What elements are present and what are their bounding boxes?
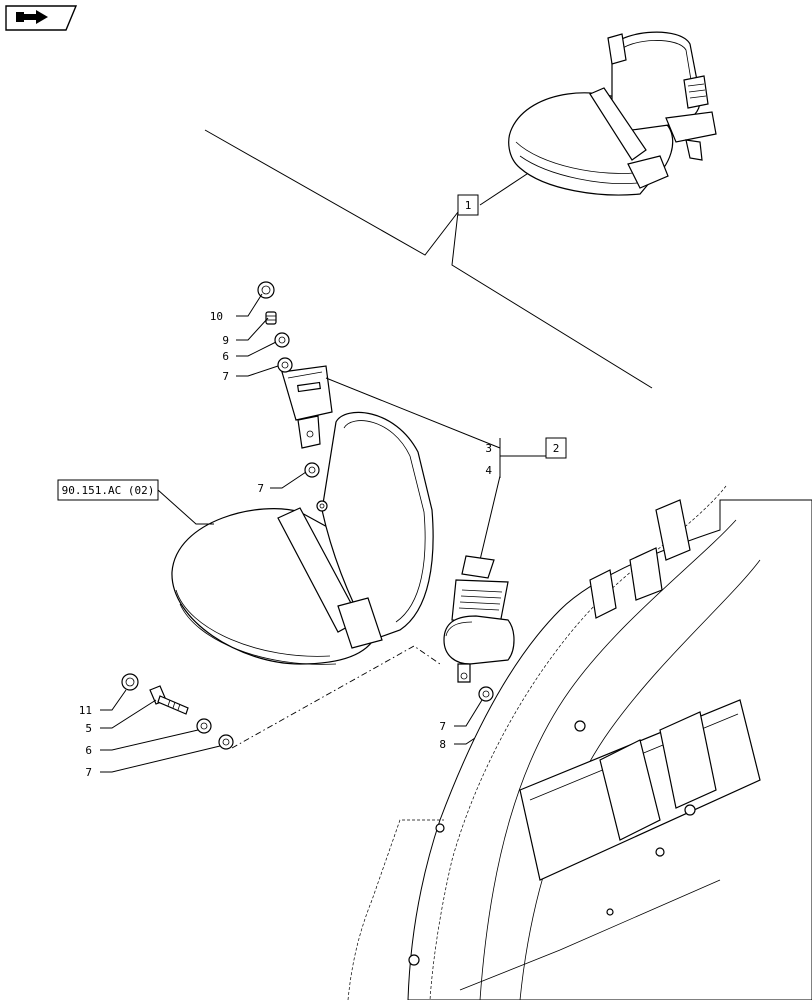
callout-1-text: 1 bbox=[465, 199, 472, 212]
seat-assembly-thumbnail bbox=[508, 31, 717, 196]
hardware-washer-7a bbox=[277, 357, 293, 373]
callout-7d[interactable]: 7 bbox=[85, 766, 92, 779]
hardware-washer-6a bbox=[274, 332, 290, 348]
callout-10[interactable]: 10 bbox=[210, 310, 223, 323]
assembly-axis-line bbox=[231, 645, 441, 749]
callout-3[interactable]: 3 bbox=[485, 442, 492, 455]
callout-9[interactable]: 9 bbox=[222, 334, 229, 347]
assembly-leader-lines bbox=[204, 129, 653, 389]
leader-lines-left bbox=[236, 293, 501, 489]
book-arrow-icon[interactable] bbox=[5, 5, 78, 31]
callout-2-text: 2 bbox=[553, 442, 560, 455]
callout-6a[interactable]: 6 bbox=[222, 350, 229, 363]
hardware-washer-7c bbox=[478, 686, 494, 702]
callout-4[interactable]: 4 bbox=[485, 464, 492, 477]
callout-5[interactable]: 5 bbox=[85, 722, 92, 735]
callout-7b[interactable]: 7 bbox=[257, 482, 264, 495]
callout-7a[interactable]: 7 bbox=[222, 370, 229, 383]
hardware-washer-7d bbox=[218, 734, 234, 750]
leader-lines-bolt bbox=[100, 689, 221, 773]
hardware-washer-7b bbox=[304, 462, 320, 478]
retractor bbox=[443, 475, 515, 683]
callout-6b[interactable]: 6 bbox=[85, 744, 92, 757]
callout-2[interactable]: 2 bbox=[545, 437, 567, 459]
reference-label-text: 90.151.AC (02) bbox=[62, 484, 155, 497]
hardware-washer-6b bbox=[196, 718, 212, 734]
callout-1[interactable]: 1 bbox=[457, 194, 479, 216]
callout-11[interactable]: 11 bbox=[79, 704, 92, 717]
callout-7c[interactable]: 7 bbox=[439, 720, 446, 733]
hardware-nut-11 bbox=[121, 673, 139, 691]
reference-label[interactable]: 90.151.AC (02) bbox=[57, 479, 159, 501]
hardware-spring-washer-9 bbox=[265, 311, 277, 325]
seat bbox=[171, 411, 434, 665]
hardware-bolt-5 bbox=[149, 685, 189, 715]
callout-8[interactable]: 8 bbox=[439, 738, 446, 751]
buckle bbox=[281, 365, 333, 449]
machine-frame bbox=[347, 485, 812, 1000]
